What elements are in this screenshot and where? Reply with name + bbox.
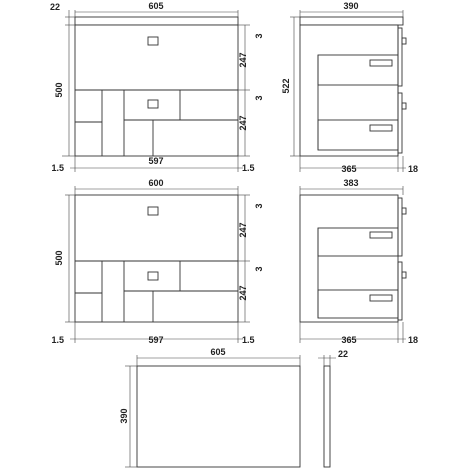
- dim-mid-drawer-upper: 247: [238, 222, 248, 237]
- dim-mid-left-margin: 1.5: [51, 335, 64, 345]
- worktop-views: 605 390 22: [119, 347, 348, 468]
- mid-front-view: 600 500 3 247 3 247 1.5 597 1.5: [51, 178, 264, 345]
- top-side-worktop: [299, 16, 404, 26]
- mid-side-handle-upper: [401, 207, 407, 215]
- top-front-worktop: [74, 16, 239, 26]
- dim-top-thickness: 22: [50, 2, 60, 12]
- dim-worktop-width: 605: [210, 347, 225, 357]
- dim-mid-drawer-lower: 247: [238, 285, 248, 300]
- dim-drawer-upper: 247: [238, 52, 248, 67]
- mid-front-upper-handle: [147, 206, 159, 216]
- dim-mid-side-depth-inner: 365: [341, 335, 356, 345]
- dim-inner-width: 597: [148, 156, 163, 166]
- dim-mid-right-margin: 1.5: [242, 335, 255, 345]
- dim-mid-inner-width: 597: [148, 335, 163, 345]
- dim-side-depth-inner: 365: [341, 164, 356, 174]
- dim-worktop-thickness: 22: [338, 349, 348, 359]
- dim-mid-gap-top: 3: [254, 203, 264, 208]
- dim-side-depth-total: 390: [343, 1, 358, 11]
- mid-side-handle-lower: [401, 271, 407, 279]
- dim-side-height: 522: [281, 78, 291, 93]
- top-front-upper-handle: [147, 36, 159, 46]
- dim-gap-top: 3: [254, 33, 264, 38]
- dim-mid-side-handle-depth: 18: [408, 335, 418, 345]
- mid-front-lower-handle: [147, 271, 159, 281]
- dim-height: 500: [54, 82, 64, 97]
- dim-side-handle-depth: 18: [408, 164, 418, 174]
- mid-side-cabinet: [299, 194, 399, 323]
- worktop-plan: [136, 365, 301, 468]
- dim-left-margin: 1.5: [51, 163, 64, 173]
- mid-side-view: 383 365 18: [299, 178, 418, 345]
- dim-gap-mid: 3: [254, 95, 264, 100]
- mid-front-cabinet: [74, 194, 239, 323]
- dim-worktop-depth: 390: [119, 408, 129, 423]
- worktop-edge: [323, 365, 331, 468]
- top-side-view: 390 522 365 18: [281, 1, 418, 174]
- top-side-handle-upper: [401, 37, 407, 45]
- dim-right-margin: 1.5: [242, 163, 255, 173]
- top-front-view: 605 22 500 3 247 3 247 1.5 597 1.5: [50, 1, 264, 173]
- dim-mid-width: 600: [148, 178, 163, 188]
- dim-mid-side-depth-total: 383: [343, 178, 358, 188]
- dim-drawer-lower: 247: [238, 115, 248, 130]
- dim-mid-height: 500: [54, 250, 64, 265]
- top-side-handle-lower: [401, 102, 407, 110]
- dim-mid-gap-mid: 3: [254, 266, 264, 271]
- top-side-cabinet: [299, 24, 399, 157]
- dim-top-width: 605: [148, 1, 163, 11]
- top-front-lower-handle: [147, 99, 159, 109]
